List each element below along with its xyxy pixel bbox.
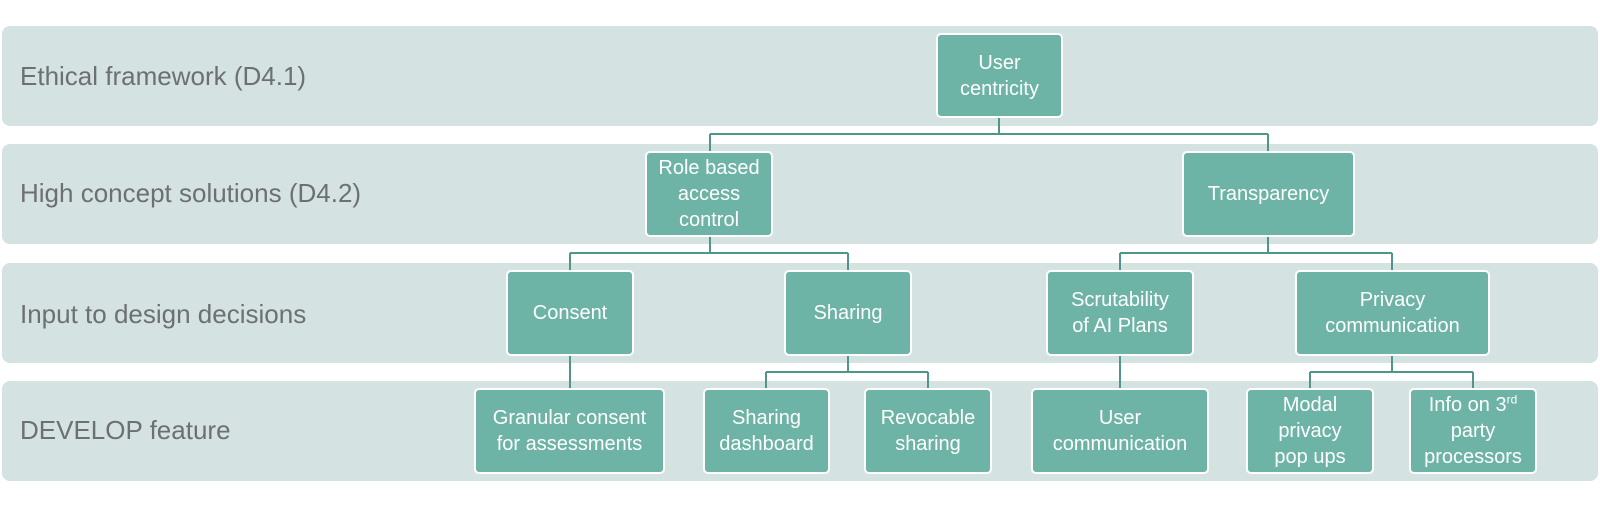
node-revocable-sharing: Revocable sharing: [864, 388, 992, 474]
connector-privacy-communication: [1309, 355, 1474, 389]
node-privacy-communication: Privacy communication: [1295, 270, 1490, 356]
tier-label-ethical-framework: Ethical framework (D4.1): [20, 61, 307, 91]
tier-label-design-decisions: Input to design decisions: [20, 299, 307, 329]
node-granular-consent: Granular consent for assessments: [474, 388, 665, 474]
third-party-text-sup: rd: [1506, 392, 1518, 407]
connector-sharing: [765, 355, 929, 389]
connector-transparency: [1119, 236, 1393, 271]
connector-user-centricity: [709, 118, 1269, 152]
node-scrutability-of-ai-plans: Scrutability of AI Plans: [1046, 270, 1194, 356]
node-consent: Consent: [506, 270, 634, 356]
third-party-text-post: party processors: [1424, 420, 1522, 468]
node-sharing-dashboard: Sharing dashboard: [703, 388, 830, 474]
node-third-party-processors: Info on 3rd party processors: [1409, 388, 1537, 474]
connector-rbac: [569, 236, 849, 271]
node-role-based-access-control: Role based access control: [645, 151, 773, 237]
node-transparency: Transparency: [1182, 151, 1355, 237]
tier-label-high-concept: High concept solutions (D4.2): [20, 178, 362, 208]
tier-band-ethical-framework: [2, 26, 1598, 126]
tier-label-develop-feature: DEVELOP feature: [20, 415, 231, 445]
third-party-text-pre: Info on 3: [1428, 394, 1507, 416]
node-user-communication: User communication: [1031, 388, 1209, 474]
node-modal-privacy-pop-ups: Modal privacy pop ups: [1246, 388, 1374, 474]
node-sharing: Sharing: [784, 270, 912, 356]
node-user-centricity: User centricity: [936, 33, 1063, 118]
